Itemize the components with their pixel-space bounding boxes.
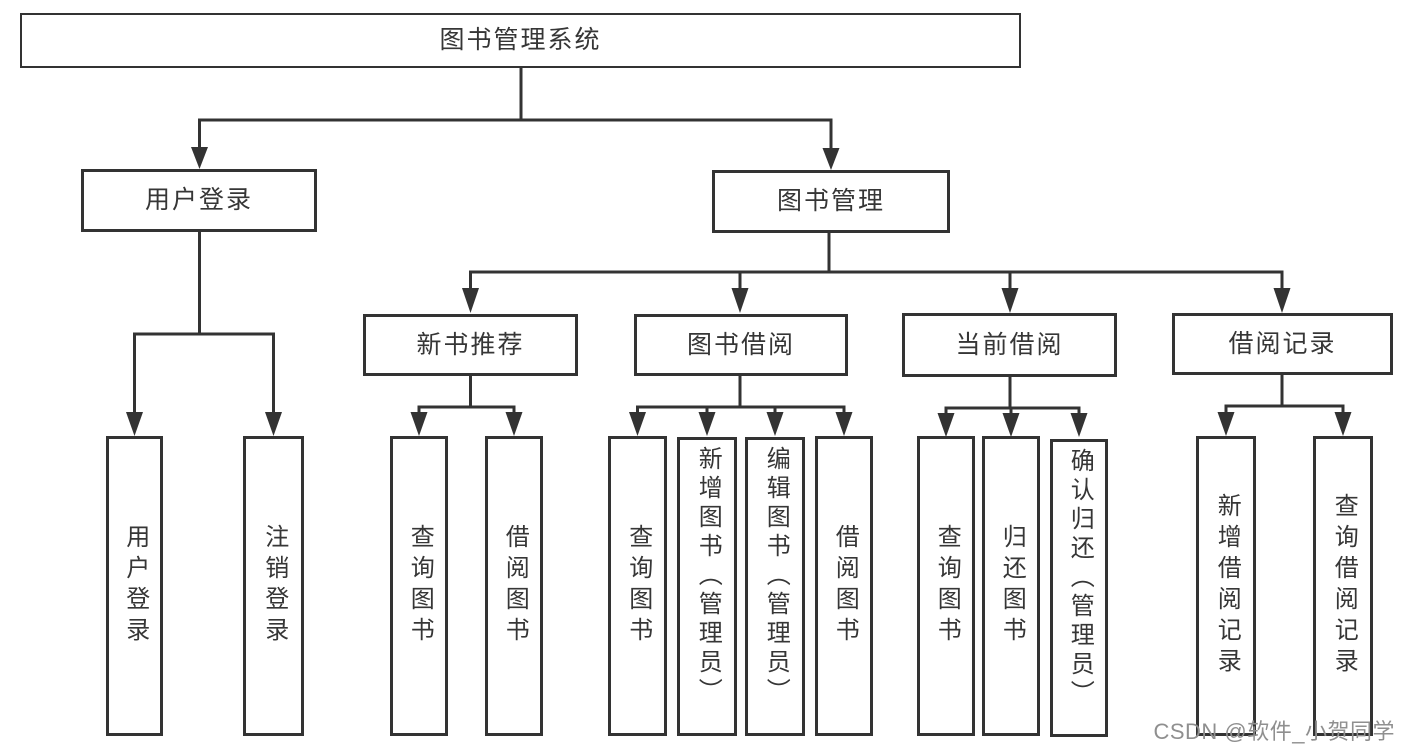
node-library-system: 图书管理系统: [20, 13, 1021, 68]
arrowhead-bb-borrow: [835, 412, 853, 436]
leaf-bb-query-books-label: 查询图书: [624, 524, 652, 648]
leaf-cb-return-books-label: 归还图书: [998, 524, 1026, 648]
connector-book-borrowing-children: [636, 376, 846, 414]
leaf-bb-add-books-admin-label: 新增图书（管理员）: [694, 446, 722, 707]
node-user-login: 用户登录: [81, 169, 317, 232]
leaf-nb-borrow-books: 借阅图书: [485, 436, 543, 736]
arrowhead-borrowing-records: [1273, 288, 1291, 313]
leaf-nb-query-books: 查询图书: [390, 436, 448, 736]
leaf-cb-confirm-return-admin-label: 确认归还（管理员）: [1066, 448, 1094, 709]
leaf-cb-query-books-label: 查询图书: [933, 524, 961, 648]
leaf-logout: 注销登录: [243, 436, 304, 736]
arrowhead-leaf-logout: [265, 412, 282, 436]
arrowhead-new-book: [462, 288, 479, 313]
leaf-cb-query-books: 查询图书: [917, 436, 975, 736]
node-current-borrowing: 当前借阅: [902, 313, 1117, 377]
arrowhead-bb-edit: [766, 412, 784, 436]
leaf-cb-return-books: 归还图书: [982, 436, 1040, 736]
leaf-br-query-record: 查询借阅记录: [1313, 436, 1373, 736]
node-book-management-label: 图书管理: [776, 187, 885, 215]
arrowhead-cb-query: [937, 413, 955, 437]
arrowhead-br-add: [1217, 412, 1235, 436]
leaf-br-query-record-label: 查询借阅记录: [1330, 493, 1358, 679]
leaf-nb-borrow-books-label: 借阅图书: [501, 524, 529, 648]
arrowhead-leaf-user-login: [126, 412, 143, 436]
arrowhead-current-borrowing: [1001, 288, 1019, 313]
leaf-bb-edit-books-admin-label: 编辑图书（管理员）: [762, 446, 790, 707]
connector-current-borrowing-children: [944, 377, 1081, 415]
connector-root-to-level2: [198, 68, 833, 152]
arrowhead-br-query: [1334, 412, 1352, 436]
leaf-nb-query-books-label: 查询图书: [406, 524, 434, 648]
node-current-borrowing-label: 当前借阅: [955, 330, 1064, 359]
node-borrowing-records-label: 借阅记录: [1228, 329, 1337, 358]
arrowhead-book-borrowing: [731, 288, 749, 313]
arrowhead-book-management: [822, 148, 840, 170]
node-borrowing-records: 借阅记录: [1172, 313, 1393, 375]
leaf-user-login-label: 用户登录: [121, 524, 149, 648]
connector-borrowing-records-children: [1224, 375, 1345, 413]
leaf-bb-edit-books-admin: 编辑图书（管理员）: [745, 437, 805, 736]
connector-new-book-children: [417, 376, 516, 414]
leaf-bb-borrow-books: 借阅图书: [815, 436, 873, 736]
node-book-borrowing: 图书借阅: [634, 314, 848, 376]
node-book-borrowing-label: 图书借阅: [686, 330, 795, 359]
leaf-user-login: 用户登录: [106, 436, 163, 736]
leaf-bb-query-books: 查询图书: [608, 436, 667, 736]
node-book-management: 图书管理: [712, 170, 950, 233]
connector-user-login-children: [133, 232, 275, 418]
node-user-login-label: 用户登录: [144, 186, 253, 214]
leaf-logout-label: 注销登录: [260, 524, 288, 648]
arrowhead-bb-query: [629, 412, 646, 436]
leaf-bb-add-books-admin: 新增图书（管理员）: [677, 437, 737, 736]
arrowhead-bb-add: [698, 412, 716, 436]
arrowhead-cb-return: [1002, 413, 1020, 437]
node-library-system-label: 图书管理系统: [439, 26, 602, 54]
watermark: CSDN @软件_小贺同学: [1153, 719, 1395, 744]
node-new-book-recommendation: 新书推荐: [363, 314, 578, 376]
connector-book-management-children: [469, 233, 1284, 290]
leaf-bb-borrow-books-label: 借阅图书: [831, 524, 859, 648]
arrowhead-cb-confirm: [1070, 413, 1088, 437]
leaf-br-add-record: 新增借阅记录: [1196, 436, 1256, 736]
arrowhead-nb-borrow: [505, 412, 523, 436]
leaf-cb-confirm-return-admin: 确认归还（管理员）: [1050, 439, 1108, 737]
arrowhead-nb-query: [410, 412, 428, 436]
node-new-book-recommendation-label: 新书推荐: [416, 330, 525, 359]
leaf-br-add-record-label: 新增借阅记录: [1213, 493, 1241, 679]
arrowhead-user-login: [191, 147, 208, 169]
